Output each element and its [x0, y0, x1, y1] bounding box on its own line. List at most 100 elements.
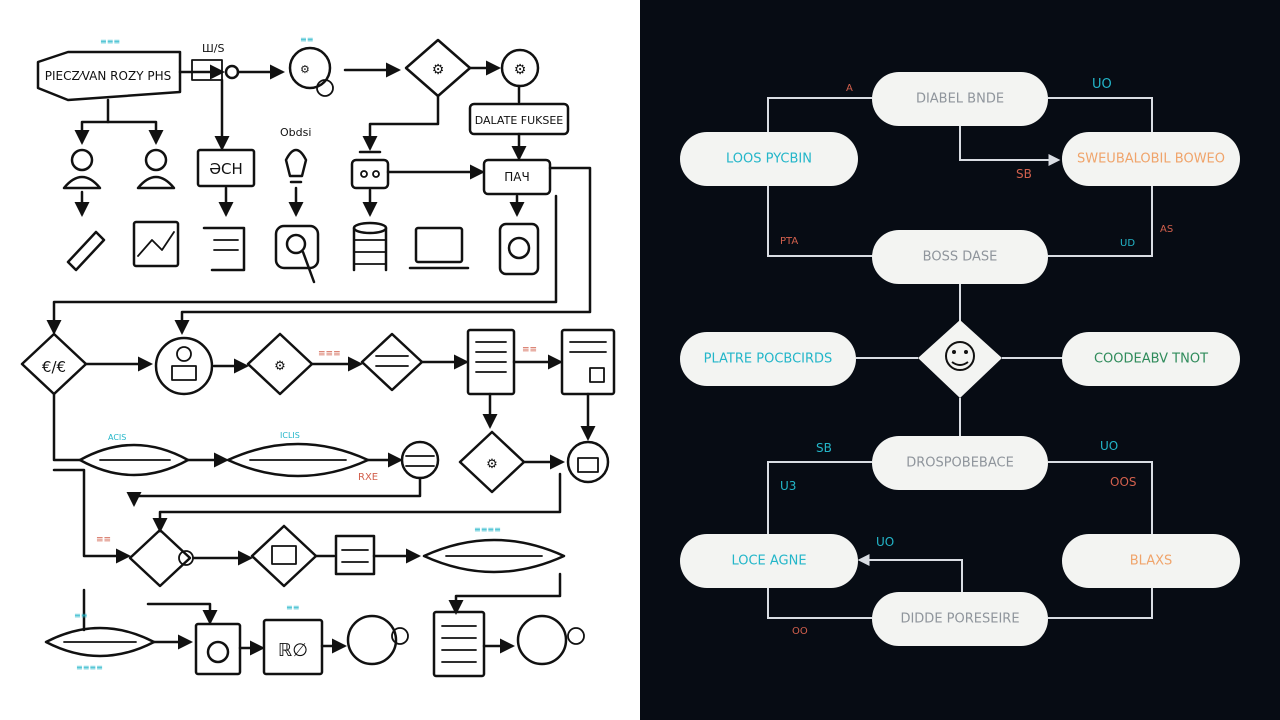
subprocess-box: DALATE FUKSEE — [468, 102, 570, 136]
pencil-icon — [66, 230, 106, 272]
label-mid-right: SB — [1016, 167, 1032, 181]
lightbulb-icon — [284, 148, 308, 184]
node-right-mid-label: COODEABV TNOT — [1094, 352, 1208, 367]
node-right-upper-label: SWEUBALOBIL BOWEO — [1077, 152, 1225, 167]
decision-diamond-7 — [250, 524, 318, 588]
gear-icon: ⚙ — [486, 457, 498, 472]
label-bottom-left: OO — [792, 626, 808, 637]
leaf-tag-2: ICLIS — [280, 431, 300, 440]
checklist-icon — [432, 610, 486, 678]
leaf-tag-4: ≡≡ — [74, 611, 87, 620]
branch-tag-2: ≡≡ — [96, 535, 111, 545]
node-right-lower-label: BLAXS — [1130, 554, 1173, 569]
user-icon — [136, 148, 176, 190]
label-lower-left-b: U3 — [780, 479, 796, 493]
leaf-node-1: ACIS — [78, 433, 190, 477]
node-lower-center[interactable]: DROSPOBEBACE — [872, 436, 1048, 490]
branch-tag: ≡≡≡ — [318, 349, 341, 359]
label-box-text: ƏCH — [209, 160, 243, 178]
leaf-node-4: ≡≡ ≡≡≡≡ — [44, 611, 156, 672]
label-box-node: ƏCH — [196, 148, 256, 188]
form-box-node — [334, 534, 376, 576]
title-banner-label: PIECZ⁄VAN ROZY PHS — [45, 69, 171, 83]
process-box-right: ПАЧ — [482, 158, 552, 196]
node-left-upper[interactable]: LOOS PYCBIN — [680, 132, 858, 186]
document-icon — [466, 328, 516, 396]
label-lower-arrow: UO — [876, 535, 894, 549]
node-top-label: DIABEL BNDE — [916, 92, 1004, 107]
decision-label: €/€ — [42, 358, 66, 376]
bulb-caption: Obdsi — [280, 126, 311, 139]
database-icon — [352, 221, 388, 272]
gear-icon: ⚙ — [514, 62, 527, 78]
node-left-mid-label: PLATRE POCBCIRDS — [704, 352, 833, 367]
decision-diamond-1: ⚙ — [404, 38, 472, 98]
decision-diamond-5: ⚙ — [458, 430, 526, 494]
label-top-left: A — [846, 83, 853, 94]
left-flowchart-panel: PIECZ⁄VAN ROZY PHS ≡≡≡ Ш/S ⚙ ≡≡ ⚙ — [20, 35, 616, 678]
gear-cluster-node: ⚙ ≡≡ — [288, 35, 334, 97]
board-glyph: ℝ∅ — [278, 640, 308, 661]
node-left-upper-label: LOOS PYCBIN — [726, 152, 812, 167]
title-banner-node: PIECZ⁄VAN ROZY PHS — [36, 50, 182, 102]
network-node — [154, 336, 214, 396]
small-switch-node: Ш/S — [191, 42, 240, 81]
node-left-mid[interactable]: PLATRE POCBCIRDS — [680, 332, 856, 386]
phone-icon — [498, 222, 540, 276]
left-flowchart: PIECZ⁄VAN ROZY PHS ≡≡≡ Ш/S ⚙ ≡≡ ⚙ — [20, 35, 616, 678]
document-stack-icon — [202, 226, 246, 272]
decision-diamond-2: €/€ — [20, 332, 88, 396]
user-icon — [62, 148, 102, 190]
lock-node — [566, 440, 610, 484]
node-top[interactable]: DIABEL BNDE — [872, 72, 1048, 126]
gear-icon: ⚙ — [432, 62, 445, 78]
node-bottom-label: DIDDE PORESEIRE — [900, 612, 1019, 627]
label-lower-right-b: OOS — [1110, 475, 1137, 489]
node-left-lower-label: LOCE AGNE — [731, 554, 806, 569]
robot-icon — [350, 150, 390, 190]
node-right-mid[interactable]: COODEABV TNOT — [1062, 332, 1240, 386]
chat-ring-icon — [516, 614, 585, 666]
node-center-label: BOSS DASE — [923, 250, 998, 265]
search-icon — [274, 224, 320, 284]
leaf-tag-5: ≡≡≡≡ — [76, 663, 103, 672]
leaf-node-2: ICLIS — [226, 431, 370, 478]
laptop-icon — [408, 226, 470, 270]
board-icon: ℝ∅ ≡≡ — [262, 603, 324, 676]
leaf-tag-3: ≡≡≡≡ — [474, 525, 501, 534]
node-right-lower[interactable]: BLAXS — [1062, 534, 1240, 588]
leaf-node-3: ≡≡≡≡ — [422, 525, 566, 574]
label-lower-right-a: UO — [1100, 439, 1118, 453]
decision-diamond-3: ⚙ — [246, 332, 314, 396]
gear-icon: ⚙ — [274, 359, 286, 374]
node-bottom[interactable]: DIDDE PORESEIRE — [872, 592, 1048, 646]
label-lower-left-a: SB — [816, 441, 832, 455]
node-left-lower[interactable]: LOCE AGNE — [680, 534, 858, 588]
node-right-upper[interactable]: SWEUBALOBIL BOWEO — [1062, 132, 1240, 186]
decision-diamond-center[interactable] — [918, 320, 1002, 398]
leaf-tag: ACIS — [108, 433, 126, 442]
camera-icon — [194, 622, 242, 676]
subprocess-label: DALATE FUKSEE — [475, 114, 564, 127]
decision-diamond-6 — [128, 528, 194, 588]
gear-tag: ≡≡ — [300, 35, 313, 44]
settings-ring-icon — [346, 614, 409, 666]
gear-icon: ⚙ — [300, 63, 310, 76]
right-flowchart: DIABEL BNDE LOOS PYCBIN SWEUBALOBIL BOWE… — [680, 72, 1240, 646]
node-center[interactable]: BOSS DASE — [872, 230, 1048, 284]
decision-diamond-4 — [360, 332, 424, 392]
label-right-side-b: AS — [1160, 224, 1173, 235]
small-tag: RXE — [358, 472, 378, 483]
process-box-label: ПАЧ — [504, 170, 529, 184]
label-left-side: PTA — [780, 236, 798, 247]
note-top-label: Ш/S — [202, 42, 224, 55]
report-icon — [560, 328, 616, 396]
board-tag: ≡≡ — [286, 603, 299, 612]
right-flowchart-panel: DIABEL BNDE LOOS PYCBIN SWEUBALOBIL BOWE… — [640, 0, 1280, 720]
title-banner-tag: ≡≡≡ — [100, 37, 120, 46]
chart-box-icon — [132, 220, 180, 268]
label-top-right: UO — [1092, 77, 1112, 92]
node-lower-center-label: DROSPOBEBACE — [906, 456, 1014, 471]
toggle-circle-node — [400, 440, 440, 480]
